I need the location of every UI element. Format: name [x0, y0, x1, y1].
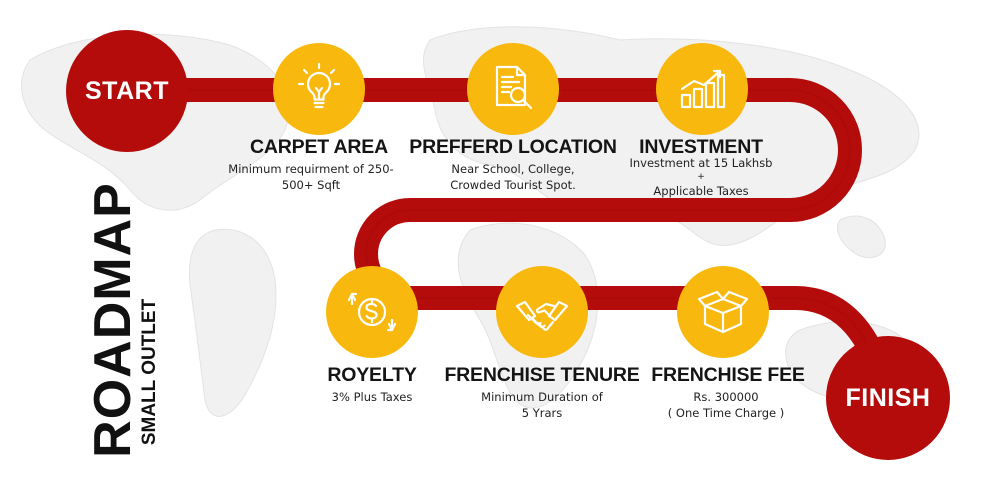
step-desc-line: Crowded Tourist Spot.: [450, 178, 576, 192]
open-box-icon: [697, 290, 749, 334]
money-exchange-icon: [347, 292, 397, 332]
start-label: START: [85, 76, 169, 105]
step-node-franchise-tenure: [496, 266, 588, 358]
step-title-carpet-area: CARPET AREA: [250, 136, 388, 158]
step-desc-line: Minimum Duration of: [481, 390, 603, 404]
step-title-franchise-fee: FRENCHISE FEE: [651, 364, 805, 386]
step-title-preferred-location: PREFFERD LOCATION: [409, 136, 617, 158]
step-desc-line: 5 Yrars: [521, 406, 563, 420]
handshake-icon: [515, 300, 569, 331]
start-marker: START: [66, 30, 188, 152]
step-node-preferred-location: [467, 43, 559, 135]
step-node-royalty: [326, 266, 418, 358]
step-desc-line: Minimum requirment of 250-: [228, 162, 394, 176]
step-desc-royalty: 3% Plus Taxes: [332, 389, 413, 405]
document-search-icon: [495, 65, 533, 110]
step-title-franchise-tenure: FRENCHISE TENURE: [444, 364, 640, 386]
step-desc-line: Rs. 300000: [693, 390, 759, 404]
step-node-carpet-area: [273, 43, 365, 135]
step-desc-line: 3% Plus Taxes: [331, 390, 413, 404]
step-desc-line: Applicable Taxes: [653, 184, 749, 198]
step-desc-franchise-tenure: Minimum Duration of 5 Yrars: [481, 389, 603, 421]
step-desc-carpet-area: Minimum requirment of 250- 500+ Sqft: [228, 161, 393, 193]
step-desc-line: Near School, College,: [451, 162, 575, 176]
step-title-investment: INVESTMENT: [639, 136, 763, 158]
step-title-royalty: ROYELTY: [327, 364, 417, 386]
step-desc-line: ( One Time Charge ): [667, 406, 785, 420]
step-node-investment: [656, 43, 748, 135]
finish-label: FINISH: [845, 383, 931, 412]
lightbulb-icon: [297, 62, 341, 109]
step-desc-line: +: [697, 172, 705, 182]
roadmap-subtitle: SMALL OUTLET: [139, 298, 160, 446]
step-desc-investment: Investment at 15 Lakhsb + Applicable Tax…: [630, 155, 773, 199]
step-desc-line: Investment at 15 Lakhsb: [629, 156, 773, 170]
growth-chart-icon: [680, 69, 726, 109]
step-desc-line: 500+ Sqft: [281, 178, 341, 192]
finish-marker: FINISH: [826, 336, 950, 460]
step-desc-preferred-location: Near School, College, Crowded Tourist Sp…: [450, 161, 576, 193]
step-desc-franchise-fee: Rs. 300000 ( One Time Charge ): [668, 389, 784, 421]
step-node-franchise-fee: [677, 266, 769, 358]
roadmap-title: ROADMAP: [84, 182, 142, 458]
